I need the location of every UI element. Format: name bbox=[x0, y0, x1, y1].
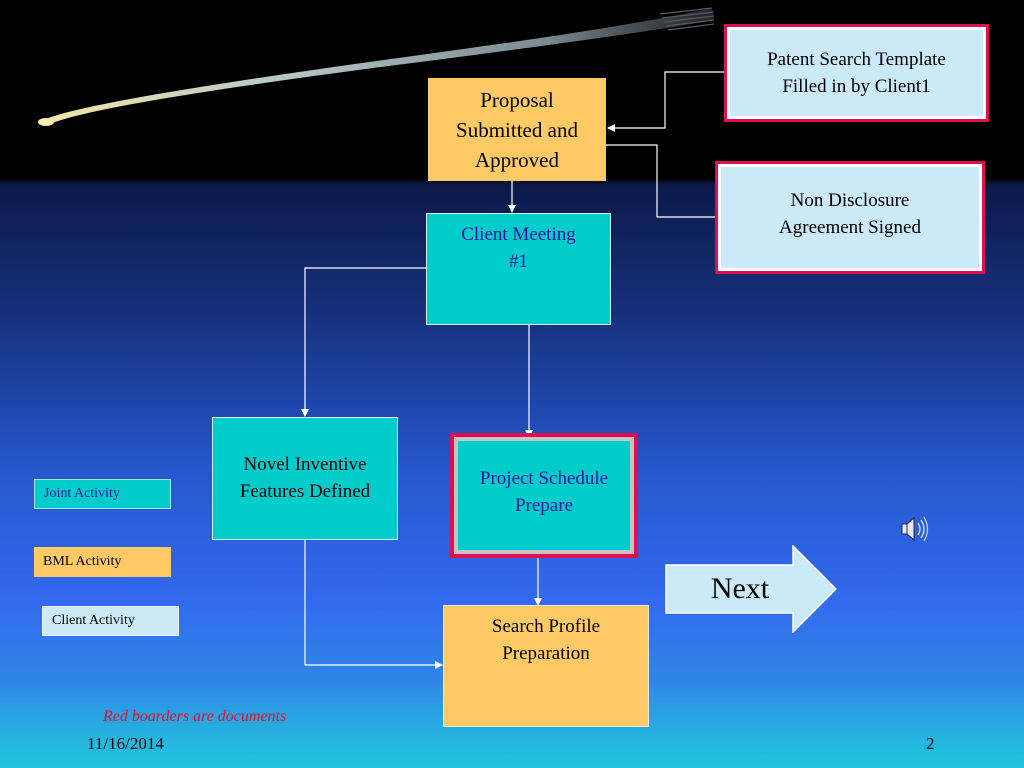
legend-joint-label: Joint Activity bbox=[44, 486, 120, 501]
client-meeting-box: Client Meeting #1 bbox=[426, 213, 611, 325]
project-schedule-document: Project Schedule Prepare bbox=[450, 433, 638, 558]
nda-line-2: Agreement Signed bbox=[779, 216, 921, 238]
next-button[interactable]: Next bbox=[665, 545, 837, 633]
legend-client-activity: Client Activity bbox=[42, 606, 179, 636]
project-schedule-line-1: Project Schedule bbox=[479, 467, 609, 489]
search-profile-line-2: Preparation bbox=[502, 643, 590, 664]
speaker-icon[interactable] bbox=[896, 512, 930, 546]
connector-proposal-to-nda bbox=[606, 144, 715, 218]
patent-search-line-2: Filled in by Client1 bbox=[782, 76, 931, 97]
documents-note: Red boarders are documents bbox=[103, 708, 287, 725]
footer-date: 11/16/2014 bbox=[87, 734, 164, 753]
comet-streak-graphic bbox=[38, 7, 715, 126]
footer-page-number: 2 bbox=[926, 734, 935, 753]
patent-search-line-1: Patent Search Template bbox=[767, 49, 946, 70]
proposal-line-1: Proposal bbox=[480, 88, 554, 112]
legend-bml-label: BML Activity bbox=[43, 554, 122, 569]
client-meeting-line-2: #1 bbox=[509, 251, 528, 272]
search-profile-box: Search Profile Preparation bbox=[443, 605, 649, 727]
proposal-line-2: Submitted and bbox=[456, 118, 578, 142]
next-arrow-shape bbox=[665, 545, 837, 633]
next-label: Next bbox=[710, 572, 770, 605]
connector-novel-to-search bbox=[304, 540, 443, 669]
patent-search-document: Patent Search Template Filled in by Clie… bbox=[724, 24, 989, 122]
proposal-line-3: Approved bbox=[475, 148, 559, 172]
nda-document: Non Disclosure Agreement Signed bbox=[715, 161, 985, 274]
patent-search-inner: Patent Search Template Filled in by Clie… bbox=[730, 30, 983, 116]
connector-meeting-to-novel bbox=[301, 267, 426, 417]
nda-line-1: Non Disclosure bbox=[790, 189, 910, 211]
novel-features-line-1: Novel Inventive bbox=[243, 454, 367, 475]
search-profile-line-1: Search Profile bbox=[491, 616, 601, 637]
novel-features-line-2: Features Defined bbox=[239, 481, 371, 502]
legend-client-label: Client Activity bbox=[52, 613, 135, 628]
legend-bml-activity: BML Activity bbox=[34, 547, 171, 577]
project-schedule-inner: Project Schedule Prepare bbox=[458, 441, 630, 550]
nda-inner: Non Disclosure Agreement Signed bbox=[721, 167, 979, 268]
proposal-box: Proposal Submitted and Approved bbox=[428, 78, 606, 181]
novel-features-box: Novel Inventive Features Defined bbox=[212, 417, 398, 540]
project-schedule-line-2: Prepare bbox=[514, 494, 574, 516]
legend-joint-activity: Joint Activity bbox=[34, 479, 171, 509]
connector-patent-to-proposal bbox=[607, 71, 724, 132]
client-meeting-line-1: Client Meeting bbox=[461, 224, 576, 245]
